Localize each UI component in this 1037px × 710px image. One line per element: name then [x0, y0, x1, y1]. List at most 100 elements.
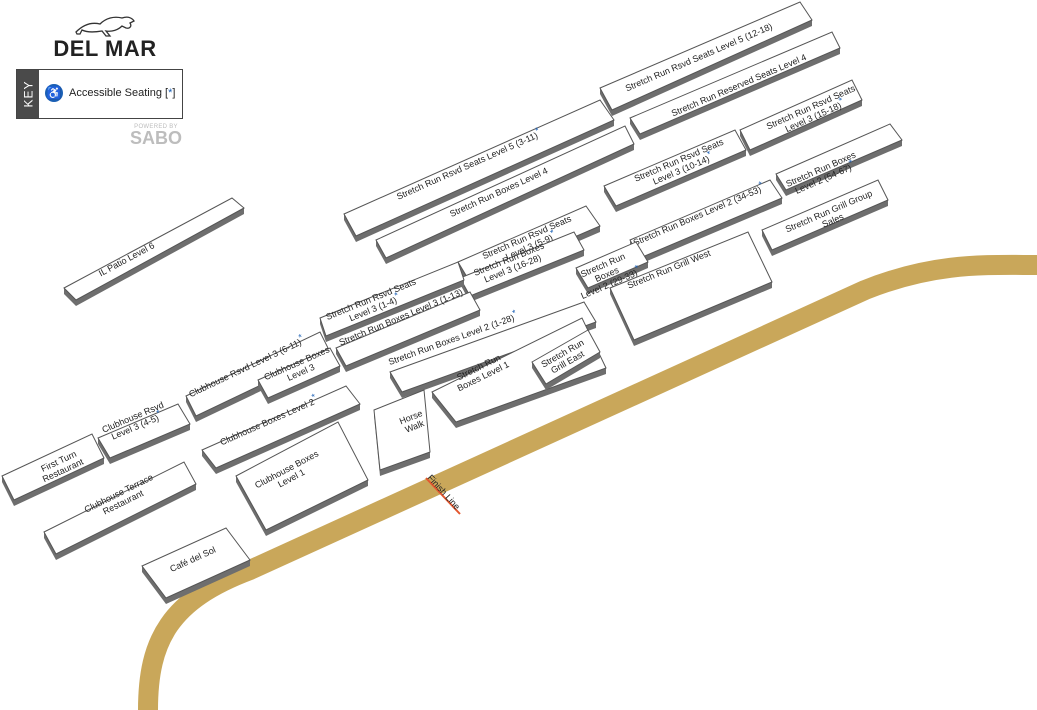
section-wall — [640, 198, 782, 264]
key-accessible-label: Accessible Seating [*] — [69, 87, 176, 99]
section-floor[interactable] — [459, 231, 585, 297]
section-wall — [380, 452, 430, 476]
section-floor[interactable] — [629, 31, 841, 135]
section-wall-side — [202, 450, 216, 474]
section-floor[interactable] — [1, 433, 105, 501]
section-wall-side — [390, 372, 402, 398]
section-first-turn[interactable]: First TurnRestaurant — [1, 433, 105, 506]
accessible-marker: * — [534, 125, 542, 136]
powered-by-sabo: POWERED BY SABO — [129, 124, 182, 148]
section-floor[interactable] — [343, 99, 615, 237]
section-floor[interactable] — [761, 179, 889, 251]
section-wall-side — [532, 362, 546, 390]
section-wall — [216, 404, 360, 474]
section-horse-walk[interactable]: HorseWalk — [373, 389, 431, 476]
section-wall-side — [604, 186, 616, 212]
section-wall — [386, 144, 634, 264]
section-wall-side — [776, 174, 786, 196]
accessible-marker: * — [155, 407, 163, 418]
section-wall-side — [610, 288, 634, 346]
section-wall — [640, 48, 840, 140]
section-floor[interactable] — [375, 125, 635, 259]
accessible-marker: * — [757, 179, 765, 190]
section-wall-side — [376, 240, 386, 264]
section-wall — [268, 366, 340, 404]
section-floor[interactable] — [63, 197, 245, 301]
accessible-marker: * — [633, 262, 641, 273]
section-wall-side — [236, 476, 266, 536]
section-floor[interactable] — [739, 79, 863, 151]
section-wall-side — [2, 476, 14, 506]
section-wall — [110, 424, 190, 464]
section-wall — [346, 310, 480, 372]
finish-line-marker — [425, 477, 461, 515]
section-floor[interactable] — [97, 403, 191, 459]
section-floor[interactable] — [775, 123, 903, 191]
wheelchair-icon: ♿ — [45, 84, 63, 102]
section-floor[interactable] — [235, 421, 369, 531]
section-floor[interactable] — [389, 301, 597, 393]
section-wall-side — [740, 130, 750, 156]
section-wall — [326, 280, 464, 342]
section-wall — [750, 100, 862, 156]
accessible-marker: * — [310, 391, 318, 402]
section-wall — [76, 208, 244, 306]
section-floor[interactable] — [335, 291, 481, 367]
section-wall-side — [576, 268, 588, 294]
section-wall — [470, 250, 584, 302]
section-wall — [14, 458, 104, 506]
section-wall-side — [186, 396, 196, 422]
section-wall — [616, 150, 746, 212]
section-wall-side — [44, 532, 56, 560]
section-wall — [546, 352, 600, 390]
section-wall — [772, 200, 888, 256]
section-floor[interactable] — [201, 385, 361, 469]
section-wall-side — [64, 288, 76, 306]
section-wall-side — [142, 566, 166, 604]
section-wall-side — [630, 118, 640, 140]
section-wall-side — [336, 348, 346, 372]
accessible-marker: * — [393, 290, 400, 301]
section-ch-rsvd-l3-4-5[interactable]: Clubhouse RsvdLevel 3 (4-5)* — [97, 400, 191, 464]
section-wall-side — [762, 230, 772, 256]
section-floor[interactable] — [531, 329, 601, 385]
section-wall — [56, 484, 196, 560]
section-wall-side — [600, 88, 612, 116]
section-floor[interactable] — [319, 261, 465, 337]
horse-icon — [75, 16, 135, 37]
section-floor[interactable] — [603, 129, 747, 207]
key-tab: KEY — [17, 70, 39, 118]
section-floor[interactable] — [257, 347, 341, 399]
del-mar-logo: DEL MAR — [40, 14, 170, 60]
section-wall-side — [98, 438, 110, 464]
section-wall — [786, 140, 902, 196]
section-wall-side — [258, 380, 268, 404]
section-floor[interactable] — [575, 241, 649, 289]
section-sr-grill-group[interactable]: Stretch Run Grill GroupSales — [761, 179, 889, 256]
section-wall-side — [432, 392, 456, 428]
accessible-marker: * — [705, 148, 713, 159]
section-wall — [634, 282, 772, 346]
accessible-marker: * — [549, 227, 557, 238]
section-floor[interactable] — [599, 1, 813, 111]
section-floor[interactable] — [141, 527, 251, 599]
section-wall — [456, 368, 606, 428]
section-floor[interactable] — [609, 231, 773, 341]
section-sr-rsvd-l3-1-4[interactable]: Stretch Run Rsvd SeatsLevel 3 (1-4)* — [319, 261, 465, 342]
section-il-patio[interactable]: IL Patio Level 6 — [63, 197, 245, 306]
map-key: KEY ♿ Accessible Seating [*] — [16, 69, 183, 119]
accessible-marker: * — [297, 332, 305, 343]
section-wall — [356, 120, 614, 242]
section-sr-grill-west[interactable]: Stretch Run Grill West — [609, 231, 773, 346]
section-floor[interactable] — [43, 461, 197, 555]
accessible-marker: * — [847, 157, 855, 168]
section-sr-boxes-l2-54-67[interactable]: Stretch Run BoxesLevel 2 (54-67)* — [775, 123, 903, 198]
section-wall — [612, 20, 812, 116]
accessible-marker: * — [511, 307, 518, 318]
section-floor[interactable] — [373, 389, 431, 471]
section-wall — [588, 262, 648, 294]
accessible-marker: * — [837, 95, 845, 106]
race-track — [138, 254, 1037, 710]
section-wall — [166, 560, 250, 604]
